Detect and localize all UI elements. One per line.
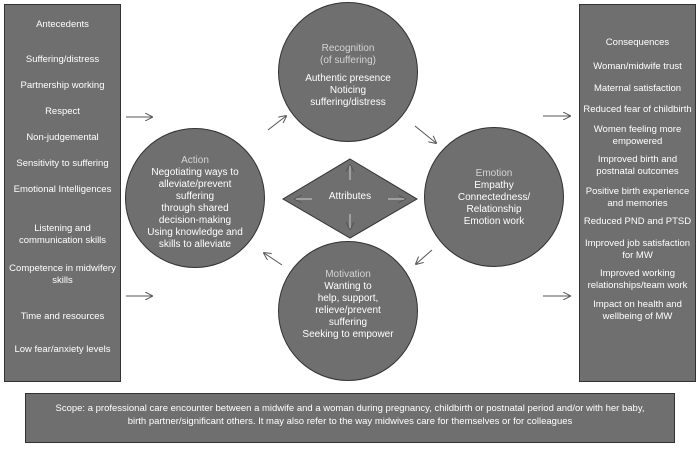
- antecedents-panel: Antecedents Suffering/distress Partnersh…: [4, 4, 121, 382]
- action-line: alleviate/prevent: [158, 179, 232, 190]
- attributes-diamond: [282, 158, 418, 239]
- consequence-line: postnatal outcomes: [596, 166, 679, 177]
- antecedent-line: Listening and: [34, 223, 91, 234]
- consequence-item: Improved birth and postnatal outcomes: [580, 154, 695, 178]
- emotion-line: Connectedness/: [457, 192, 531, 203]
- consequence-item: Reduced fear of childbirth: [583, 104, 692, 115]
- scope-line: Scope: a professional care encounter bet…: [55, 403, 645, 414]
- consequence-item: Positive birth experience and memories: [580, 186, 695, 210]
- antecedent-line: communication skills: [18, 235, 107, 246]
- antecedent-item: Sensitivity to suffering: [16, 158, 109, 169]
- action-circle: Action Negotiating ways to alleviate/pre…: [125, 128, 265, 268]
- consequence-item: Improved working relationships/team work: [580, 268, 695, 292]
- antecedent-item: Non-judgemental: [26, 132, 99, 143]
- motivation-circle: Motivation Wanting to help, support, rel…: [278, 241, 418, 381]
- antecedent-line: skills: [52, 275, 73, 286]
- motivation-title: Motivation: [325, 269, 371, 280]
- consequence-line: Positive birth experience: [585, 186, 690, 197]
- attributes-label: Attributes: [328, 191, 372, 202]
- emotion-line: Emotion work: [463, 216, 525, 227]
- consequence-line: relationships/team work: [587, 280, 688, 291]
- consequence-item: Woman/midwife trust: [593, 61, 682, 72]
- motivation-line: Wanting to: [324, 281, 372, 292]
- recognition-title: Recognition: [321, 43, 375, 54]
- antecedent-item: Time and resources: [20, 311, 105, 322]
- consequence-line: Improved job satisfaction: [584, 238, 691, 249]
- recognition-line: Noticing: [329, 85, 367, 96]
- consequence-line: Improved working: [600, 268, 675, 279]
- arrow-motivation-to-action: [264, 253, 283, 266]
- recognition-subtitle: (of suffering): [320, 55, 376, 66]
- emotion-title: Emotion: [475, 168, 513, 179]
- antecedent-item: Listening and communication skills: [5, 223, 120, 247]
- motivation-line: suffering: [328, 317, 368, 328]
- consequence-line: Impact on health and: [593, 299, 682, 310]
- consequence-line: for MW: [622, 250, 653, 261]
- antecedent-item: Emotional Intelligences: [13, 184, 112, 195]
- consequence-line: wellbeing of MW: [602, 311, 673, 322]
- consequence-line: Improved birth and: [597, 154, 678, 165]
- emotion-circle: Emotion Empathy Connectedness/ Relations…: [424, 127, 564, 267]
- action-line: suffering: [175, 191, 215, 202]
- consequence-line: Women feeling more: [593, 124, 682, 135]
- recognition-line: suffering/distress: [310, 97, 386, 108]
- arrow-recognition-to-emotion: [414, 125, 436, 143]
- consequence-item: Impact on health and wellbeing of MW: [580, 299, 695, 323]
- scope-line: birth partner/significant others. It may…: [127, 416, 573, 427]
- antecedent-item: Respect: [45, 106, 80, 117]
- consequence-item: Women feeling more empowered: [580, 124, 695, 148]
- motivation-line: Seeking to empower: [302, 329, 394, 340]
- action-line: Negotiating ways to: [151, 167, 239, 178]
- recognition-circle: Recognition (of suffering) Authentic pre…: [278, 2, 418, 142]
- consequence-item: Improved job satisfaction for MW: [580, 238, 695, 262]
- emotion-line: Empathy: [474, 180, 514, 191]
- action-line: through shared: [161, 203, 229, 214]
- action-line: Using knowledge and: [147, 227, 243, 238]
- arrow-emotion-to-motivation: [416, 249, 433, 264]
- emotion-line: Relationship: [466, 204, 522, 215]
- consequences-panel: Consequences Woman/midwife trust Materna…: [579, 4, 696, 382]
- consequence-line: empowered: [612, 136, 663, 147]
- action-line: skills to alleviate: [158, 239, 232, 250]
- antecedent-item: Competence in midwifery skills: [5, 263, 120, 287]
- consequence-line: and memories: [607, 198, 668, 209]
- motivation-line: help, support,: [317, 293, 379, 304]
- scope-box: Scope: a professional care encounter bet…: [25, 393, 675, 443]
- antecedent-item: Low fear/anxiety levels: [14, 344, 111, 355]
- consequence-item: Reduced PND and PTSD: [583, 216, 692, 227]
- antecedent-item: Suffering/distress: [25, 54, 100, 65]
- recognition-line: Authentic presence: [305, 73, 391, 84]
- motivation-line: relieve/prevent: [315, 305, 381, 316]
- consequences-title: Consequences: [605, 37, 670, 48]
- antecedent-line: Competence in midwifery: [9, 263, 116, 274]
- action-title: Action: [181, 155, 209, 166]
- antecedent-item: Partnership working: [20, 80, 105, 91]
- consequence-item: Maternal satisfaction: [593, 83, 682, 94]
- arrow-action-to-recognition: [267, 116, 286, 131]
- action-line: decision-making: [158, 215, 232, 226]
- antecedents-title: Antecedents: [36, 19, 89, 30]
